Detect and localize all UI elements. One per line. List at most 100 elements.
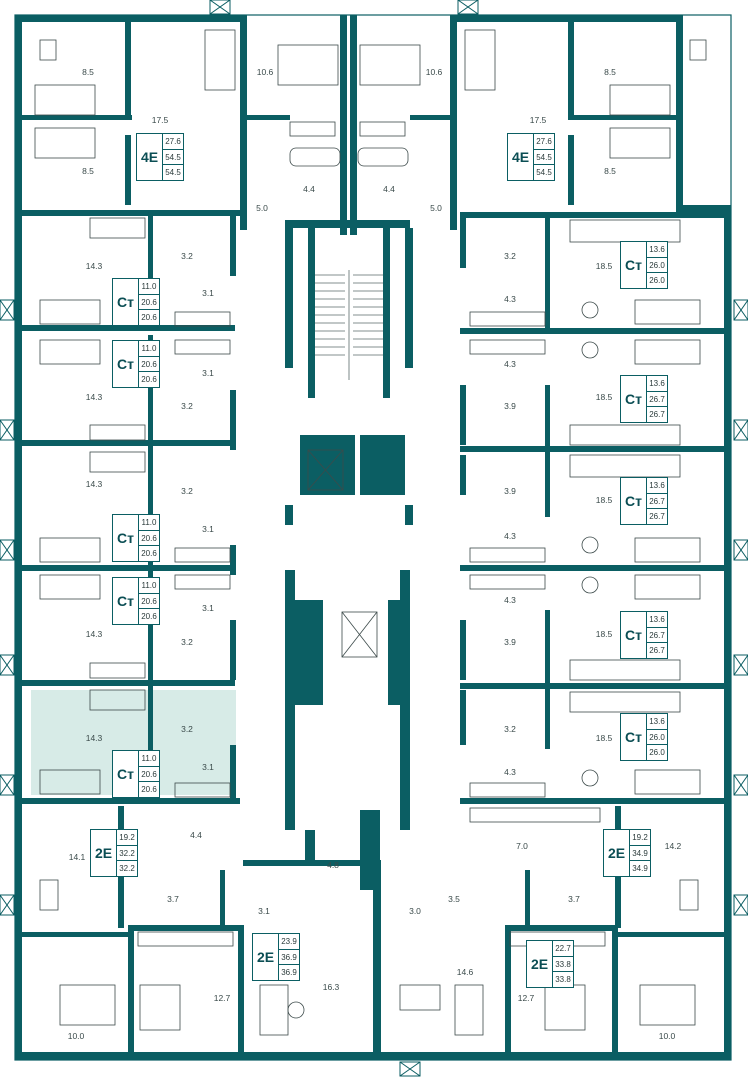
total-area: 20.6 (139, 531, 159, 547)
total-area-with-balcony: 26.0 (649, 276, 665, 286)
total-area-with-balcony: 20.6 (141, 375, 157, 385)
total-area: 54.5 (534, 150, 554, 166)
apartment-code: 2Е (256, 949, 275, 965)
total-area: 20.6 (139, 357, 159, 373)
apartment-code: Ст (117, 530, 134, 546)
total-area-with-balcony: 26.7 (649, 512, 665, 522)
living-area: 19.2 (630, 830, 650, 846)
apartment-code: Ст (625, 257, 642, 273)
apartment-code: Ст (117, 593, 134, 609)
living-area: 13.6 (647, 242, 667, 258)
room-area: 3.1 (202, 288, 214, 298)
room-area: 14.3 (85, 479, 103, 489)
room-area: 18.5 (595, 495, 613, 505)
walls (15, 15, 731, 1060)
total-area: 54.5 (163, 150, 183, 166)
total-area: 20.6 (139, 594, 159, 610)
total-area-with-balcony: 36.9 (281, 968, 297, 978)
apartment-code: Ст (625, 729, 642, 745)
room-area: 3.1 (258, 906, 270, 916)
room-area: 14.3 (85, 392, 103, 402)
total-area-with-balcony: 26.7 (649, 646, 665, 656)
total-area-with-balcony: 26.0 (649, 748, 665, 758)
total-area-with-balcony: 20.6 (141, 785, 157, 795)
total-area-with-balcony: 26.7 (649, 410, 665, 420)
room-area: 12.7 (213, 993, 231, 1003)
living-area: 11.0 (139, 751, 159, 767)
apartment-code: Ст (117, 294, 134, 310)
room-area: 3.7 (568, 894, 580, 904)
room-area: 14.3 (85, 261, 103, 271)
room-area: 8.5 (82, 166, 94, 176)
total-area-with-balcony: 54.5 (165, 168, 181, 178)
living-area: 11.0 (139, 341, 159, 357)
room-area: 14.3 (85, 629, 103, 639)
room-area: 17.5 (529, 115, 547, 125)
total-area: 26.0 (647, 258, 667, 274)
total-area: 36.9 (279, 950, 299, 966)
living-area: 13.6 (647, 478, 667, 494)
total-area: 34.9 (630, 846, 650, 862)
room-area: 4.3 (504, 359, 516, 369)
total-area-with-balcony: 33.8 (555, 975, 571, 985)
living-area: 11.0 (139, 515, 159, 531)
living-area: 22.7 (553, 941, 573, 957)
room-area: 4.3 (504, 294, 516, 304)
wall-outline (14, 14, 732, 1061)
room-area: 3.1 (202, 603, 214, 613)
room-area: 18.5 (595, 392, 613, 402)
total-area-with-balcony: 20.6 (141, 313, 157, 323)
room-area: 3.2 (181, 251, 193, 261)
apartment-code: Ст (117, 766, 134, 782)
room-area: 3.2 (181, 637, 193, 647)
room-area: 5.0 (430, 203, 442, 213)
room-area: 7.0 (516, 841, 528, 851)
living-area: 13.6 (647, 376, 667, 392)
furniture (34, 29, 707, 1036)
room-area: 18.5 (595, 733, 613, 743)
apartment-code: 2Е (94, 845, 113, 861)
living-area: 27.6 (163, 134, 183, 150)
room-area: 16.3 (322, 982, 340, 992)
total-area: 32.2 (117, 846, 137, 862)
apartment-code: Ст (625, 627, 642, 643)
room-area: 8.5 (82, 67, 94, 77)
room-area: 18.5 (595, 261, 613, 271)
apartment-code: Ст (625, 391, 642, 407)
room-area: 3.1 (202, 524, 214, 534)
living-area: 19.2 (117, 830, 137, 846)
room-area: 14.3 (85, 733, 103, 743)
room-area: 3.1 (202, 762, 214, 772)
room-area: 3.7 (167, 894, 179, 904)
room-area: 5.0 (256, 203, 268, 213)
room-area: 3.2 (181, 724, 193, 734)
total-area: 26.0 (647, 730, 667, 746)
apartment-code: Ст (117, 356, 134, 372)
room-area: 14.2 (664, 841, 682, 851)
total-area-with-balcony: 32.2 (119, 864, 135, 874)
total-area: 26.7 (647, 392, 667, 408)
room-area: 18.5 (595, 629, 613, 639)
room-area: 12.7 (517, 993, 535, 1003)
total-area: 20.6 (139, 295, 159, 311)
room-area: 3.0 (409, 906, 421, 916)
room-area: 4.4 (383, 184, 395, 194)
